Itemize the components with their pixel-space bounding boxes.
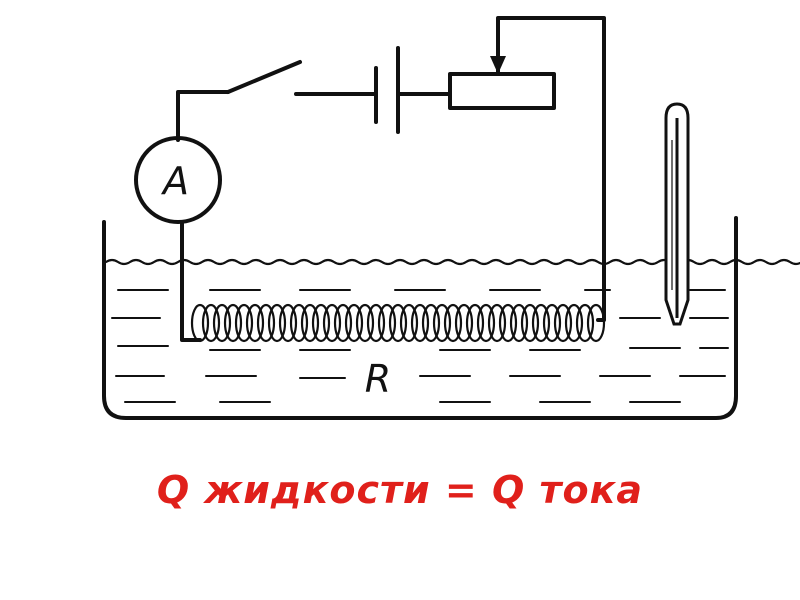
coil-turn [564, 303, 584, 343]
coil-turn [542, 303, 562, 343]
coil-turn [498, 303, 518, 343]
coil-turn [267, 303, 287, 343]
coil-turn [487, 303, 507, 343]
thermometer [664, 102, 690, 326]
coil-turn [256, 303, 276, 343]
coil-turn [278, 303, 298, 343]
coil-turn [443, 303, 463, 343]
coil-turn [344, 303, 364, 343]
coil-turn [223, 303, 243, 343]
coil-turn [388, 303, 408, 343]
vessel [102, 216, 738, 420]
wire-left [180, 220, 202, 342]
coil-turn [465, 303, 485, 343]
coil-turn [509, 303, 529, 343]
wire-right [496, 16, 606, 322]
switch-blade [226, 60, 302, 94]
coil-turn [432, 303, 452, 343]
coil-turn [300, 303, 320, 343]
coil-turn [476, 303, 496, 343]
coil-turn [322, 303, 342, 343]
liquid-hatching [111, 289, 729, 403]
heat-balance-formula: Q жидкости = Q тока [156, 468, 644, 512]
heating-coil [190, 303, 606, 343]
coil-turn [410, 303, 430, 343]
coil-turn [553, 303, 573, 343]
coil-turn [212, 303, 232, 343]
coil-turn [531, 303, 551, 343]
coil-turn [377, 303, 397, 343]
coil-turn [399, 303, 419, 343]
coil-turn [586, 303, 606, 343]
coil-turn [245, 303, 265, 343]
coil-turn [234, 303, 254, 343]
coil-turn [355, 303, 375, 343]
coil-turn [289, 303, 309, 343]
ammeter [134, 136, 222, 224]
coil-turn [333, 303, 353, 343]
coil-turn [520, 303, 540, 343]
coil-turn [575, 303, 595, 343]
coil-turn [366, 303, 386, 343]
coil-turn [421, 303, 441, 343]
rheostat [448, 72, 556, 110]
resistor-label: R [365, 357, 391, 401]
coil-turn [454, 303, 474, 343]
liquid-surface [104, 258, 800, 266]
ammeter-label: A [160, 159, 189, 203]
rheostat-slider-arrowhead [490, 56, 506, 74]
coil-turn [201, 303, 221, 343]
coil-turn [311, 303, 331, 343]
wire-ammeter-switch [176, 90, 230, 142]
